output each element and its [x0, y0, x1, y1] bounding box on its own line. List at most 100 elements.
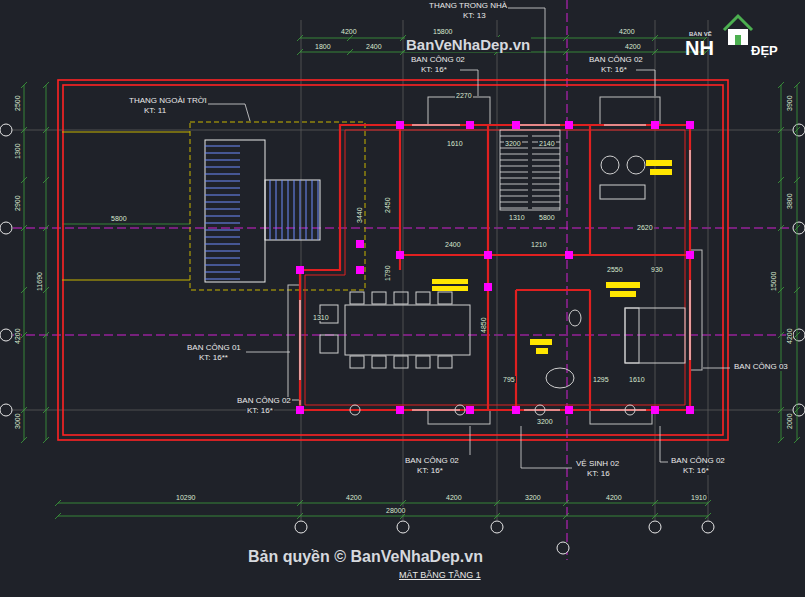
- dimension-line: [21, 332, 27, 338]
- column: [466, 121, 474, 129]
- dimension-line: [21, 127, 27, 133]
- dimension-line: [58, 516, 708, 517]
- grid-line: [567, 0, 568, 560]
- room-label: VỆ SINH 02: [575, 460, 620, 468]
- dimension-line: [400, 500, 406, 506]
- furniture: [455, 405, 465, 415]
- furniture: [438, 356, 452, 368]
- leader-line: [300, 400, 301, 405]
- dimension-text: 10290: [175, 494, 196, 501]
- dimension-line: [55, 500, 61, 506]
- window: [299, 300, 300, 380]
- column: [356, 266, 364, 274]
- dimension-line: [55, 513, 61, 519]
- furniture: [625, 405, 635, 415]
- axis-bubble: [0, 222, 12, 234]
- dimension-text: 5800: [538, 214, 556, 221]
- axis-bubble: [649, 521, 661, 533]
- dimension-text: 1310: [312, 314, 330, 321]
- dimension-text: 2550: [606, 266, 624, 273]
- indoor-stair: [532, 136, 560, 137]
- furniture: [416, 356, 430, 368]
- balcony-outline: [600, 97, 660, 125]
- dimension-text: 2500: [14, 94, 21, 112]
- dimension-line: [778, 177, 784, 183]
- axis-bubble: [0, 404, 12, 416]
- furniture: [372, 292, 386, 304]
- outdoor-stair: [265, 180, 320, 240]
- dimension-line: [563, 35, 569, 41]
- indoor-stair: [500, 208, 528, 209]
- dimension-line: [347, 35, 353, 41]
- indoor-stair: [500, 202, 528, 203]
- furniture: [569, 310, 581, 326]
- leader-line: [660, 426, 668, 462]
- indoor-stair: [532, 166, 560, 167]
- dimension-text: 4200: [14, 327, 21, 345]
- furniture: [345, 305, 470, 355]
- column: [396, 406, 404, 414]
- wall: [589, 290, 591, 410]
- outdoor-stair: [205, 195, 240, 196]
- dimension-text: 4200: [340, 28, 358, 35]
- dimension-line: [297, 49, 303, 55]
- indoor-stair: [532, 172, 560, 173]
- dimension-text: 2620: [636, 224, 654, 231]
- window: [520, 124, 560, 125]
- outdoor-stair: [205, 167, 240, 168]
- wall: [400, 254, 690, 256]
- dimension-line: [297, 500, 303, 506]
- dimension-text: 4200: [445, 494, 463, 501]
- indoor-stair: [500, 154, 528, 155]
- outdoor-stair: [270, 180, 271, 240]
- indoor-stair: [500, 166, 528, 167]
- furniture: [350, 292, 364, 304]
- dimension-text: 1610: [446, 140, 464, 147]
- indoor-stair: [500, 148, 528, 149]
- outdoor-stair: [205, 153, 240, 154]
- column: [296, 121, 694, 414]
- dimension-text: 28000: [385, 507, 406, 514]
- site-boundary: [63, 85, 723, 435]
- indoor-stair: [500, 130, 560, 210]
- window: [412, 124, 460, 125]
- dimension-line: [43, 177, 49, 183]
- axis-bubble: [295, 521, 307, 533]
- furniture: [600, 185, 645, 199]
- outdoor-stair: [205, 174, 240, 175]
- outdoor-stair: [190, 122, 365, 290]
- room-tag: [646, 160, 672, 166]
- dimension-line: [43, 332, 49, 338]
- leader-line: [246, 352, 290, 353]
- dimension-line: [21, 82, 27, 88]
- indoor-stair: [500, 172, 528, 173]
- wall: [589, 125, 591, 255]
- dimension-text: 15800: [432, 28, 453, 35]
- leader-line: [521, 426, 572, 468]
- dimension-line: [21, 35, 800, 519]
- indoor-stair: [500, 160, 528, 161]
- axis-bubble: [702, 521, 714, 533]
- indoor-stair: [500, 136, 560, 208]
- axis-bubble: [793, 404, 805, 416]
- outdoor-stair: [306, 180, 307, 240]
- window: [600, 409, 646, 410]
- furniture: [416, 292, 430, 304]
- dimension-line: [778, 437, 784, 443]
- outdoor-stair: [288, 180, 289, 240]
- dimension-line: [778, 407, 784, 413]
- outdoor-stair: [205, 160, 240, 161]
- column: [296, 406, 304, 414]
- dimension-line: [794, 225, 800, 231]
- furniture: [438, 292, 452, 304]
- dimension-line: [778, 127, 784, 133]
- outdoor-stair: [205, 202, 240, 203]
- column: [686, 251, 694, 259]
- dimension-text: 1800: [314, 43, 332, 50]
- outdoor-stair: [205, 188, 240, 189]
- logo-text: ĐẸP: [750, 44, 779, 57]
- axis-bubble: [793, 124, 805, 136]
- leader-line: [470, 426, 471, 455]
- dimension-line: [46, 85, 47, 440]
- window: [412, 409, 460, 410]
